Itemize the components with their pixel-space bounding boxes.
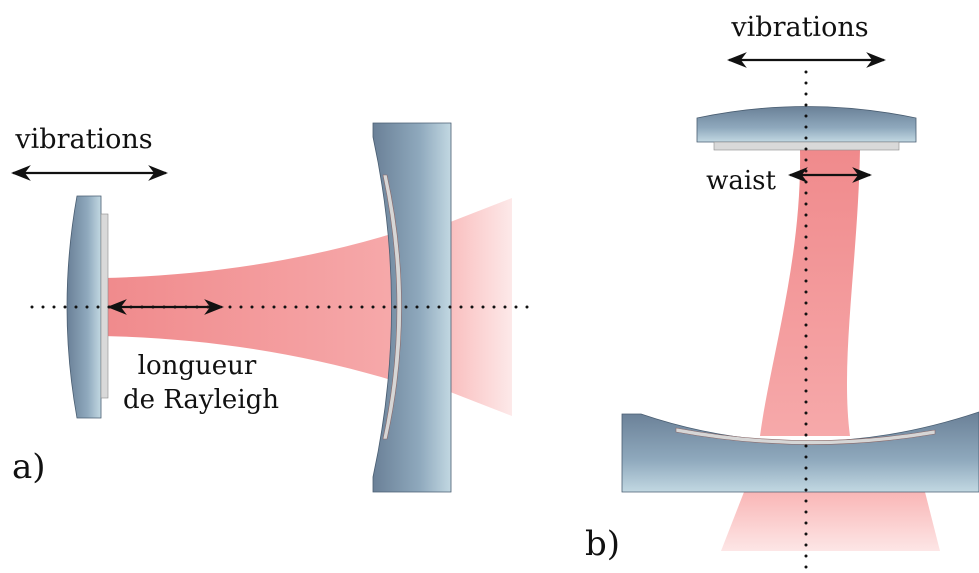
panel-label-b: b): [585, 524, 620, 564]
top-mirror: [696, 106, 917, 143]
panel-b: vibrations waist b): [585, 12, 979, 573]
panel-label-a: a): [12, 447, 46, 487]
left-mirror-coating: [100, 213, 109, 399]
transmitted-beam-a: [440, 198, 512, 416]
vibrations-label-a: vibrations: [14, 124, 152, 155]
rayleigh-label-line1: longueur: [138, 351, 257, 381]
transmitted-beam-b: [721, 492, 940, 551]
cavity-beam-b: [760, 150, 860, 436]
right-mirror-coating: [382, 174, 402, 440]
panel-a: vibrations longueur de Rayleigh a): [11, 122, 538, 493]
bottom-mirror-coating: [675, 427, 936, 445]
waist-label: waist: [706, 166, 776, 196]
rayleigh-label-line2: de Rayleigh: [123, 385, 279, 415]
vibrations-label-b: vibrations: [730, 12, 868, 43]
left-mirror: [66, 195, 102, 419]
